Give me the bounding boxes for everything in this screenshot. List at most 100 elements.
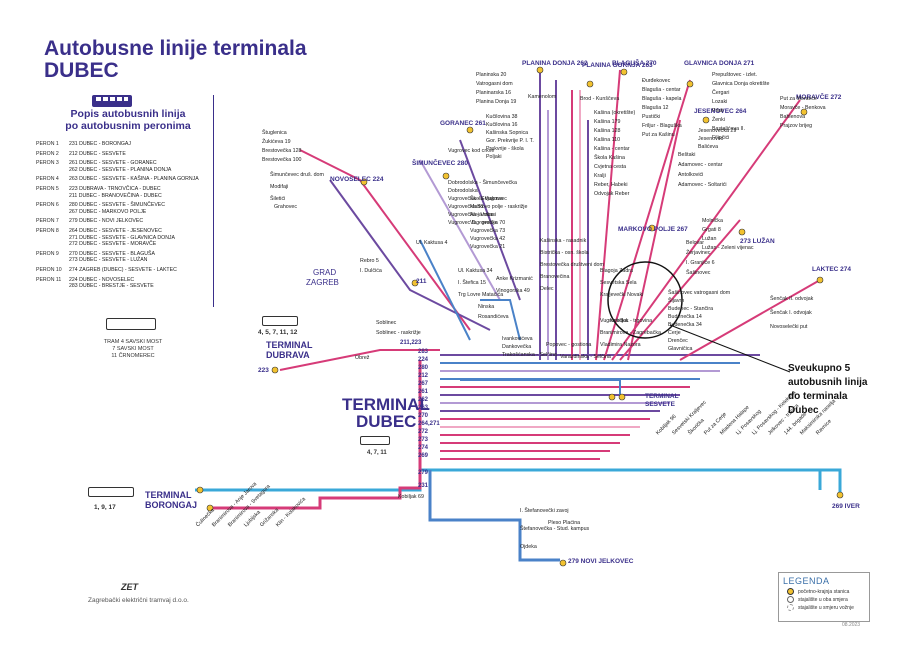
route-231 <box>210 360 422 510</box>
stop-label: Jesenovečka 29 <box>698 128 737 134</box>
peron-lines: 231 DUBEC - BORONGAJ <box>69 141 220 148</box>
endpoint-label: 279 NOVI JELKOVEC <box>568 558 634 565</box>
terminal-dubec-label: TERMINAL <box>342 396 430 413</box>
endpoint-label: PLANINA DONJA 262 <box>522 60 588 67</box>
stop-label: Brod - Kunščeva <box>580 96 620 102</box>
tram-icon <box>106 318 156 330</box>
legend-item: početno-krajnja stanica <box>779 588 869 596</box>
stop-label: Glavničica <box>668 346 693 352</box>
stop-label: Odvojak Reber <box>594 191 630 197</box>
endpoint-label: 269 IVER <box>832 503 860 510</box>
peron-line: 263 DUBEC - SESVETE - KAŠINA - PLANINA G… <box>69 176 199 183</box>
stop-label: Friljur - Blaguška <box>642 123 682 129</box>
stop-label: Grgati 8 <box>702 227 721 233</box>
stop-label: Lozaki <box>712 99 728 105</box>
stop-label: Pilati <box>712 108 724 114</box>
stop-label: Kašina - centar <box>594 146 630 152</box>
stop-label: Budenečka 14 <box>668 314 702 320</box>
legend-item-label: početno-krajnja stanica <box>798 588 850 595</box>
stop-label: Šašinovec <box>686 270 711 276</box>
stop-label: Belovar <box>686 240 704 246</box>
stop-label: Ul. Kaktusa 34 <box>458 268 493 274</box>
stop-label: Bistrička - osn. škola <box>540 250 589 256</box>
stop-label: Obrež <box>355 355 370 361</box>
stop-label: Vugrovečka 58 <box>448 204 484 210</box>
stop-label: Kamenolom <box>528 94 557 100</box>
divider <box>213 95 214 307</box>
stop-label: Vinogorska 49 <box>496 288 530 294</box>
stop-label: Pustički <box>642 114 661 120</box>
legend-item-label: stajalište u oba smjera <box>798 596 848 603</box>
stop-label: Đurđekovec <box>642 78 671 84</box>
stop-label: Vugrovečka - Grijakova <box>448 196 503 202</box>
stop-label: Poljaki <box>486 154 502 160</box>
stop-label: Jesenovec <box>698 136 724 142</box>
terminal-dubec-name2: DUBEC <box>356 412 417 431</box>
stop-label: Štefanovečka - Stud. kampus <box>520 526 590 532</box>
legend-title: LEGENDA <box>783 576 830 586</box>
stop-label: Aleja mira <box>470 212 494 218</box>
peron-line: 279 DUBEC - NOVI JELKOVEC <box>69 218 144 225</box>
west-lines <box>279 139 521 371</box>
route-number-label: 262 <box>418 397 429 403</box>
tram-icon-dubrava <box>262 316 298 326</box>
stop-label: I. Štefica 15 <box>458 280 486 286</box>
stop-label: Blaguša - centar <box>642 87 681 93</box>
map-legend: LEGENDA početno-krajnja stanica stajališ… <box>778 572 870 622</box>
stop-label: Filipčići <box>712 135 730 141</box>
map-title-line2: DUBEC <box>44 59 119 82</box>
route-number-label: 280 <box>418 365 429 371</box>
stop-label: Prekvrije - škola <box>486 146 524 152</box>
stop-label: I. Granjiće 6 <box>686 260 715 266</box>
route-number-label: 212 <box>418 373 429 379</box>
stop-label: I. Štefanovečki zavoj <box>520 508 569 514</box>
stop-label: Vugrovečka 21 <box>470 244 506 250</box>
stop-label: Put za Kašinu <box>642 132 675 138</box>
stop-label: Brestovečka društveni dom <box>540 262 604 268</box>
endpoint-label: BLAGUŠA 270 <box>612 60 657 67</box>
peron-lines: 212 DUBEC - SESVETE <box>69 151 220 158</box>
stop-label: Prepuštovec - izlet. <box>712 72 758 78</box>
stop-label: Soblinec <box>376 320 397 326</box>
stop-label: Vatrogasni dom <box>476 81 513 87</box>
route-number-label: 231 <box>418 483 429 489</box>
peron-label: PERON 2 <box>36 150 59 157</box>
stop-label: Dankovečka <box>502 344 532 350</box>
route-number-label: 274 <box>418 445 429 451</box>
peron-label: PERON 7 <box>36 218 59 225</box>
stop-label: Planinska 20 <box>476 72 507 78</box>
stop-label: Balićeva <box>698 144 719 150</box>
tram-line: 7 SAVSKI MOST <box>112 346 154 352</box>
stop-label: Štuglenica <box>262 130 287 136</box>
total-lines-note: Sveukupno 5 autobusnih linija do termina… <box>788 362 867 418</box>
route-number-label: 224 <box>418 357 429 363</box>
stop-label: Molnička <box>702 218 723 224</box>
stop-label: Rosandićeva <box>478 314 509 320</box>
stop-label: Prajzov brijeg <box>780 123 813 129</box>
endpoint-label: PLANINA GORNJA 263 <box>582 62 653 69</box>
peron-label: PERON 1 <box>36 141 59 147</box>
endpoint-label: LAKTEC 274 <box>812 266 852 273</box>
stop-label: Lužan <box>702 236 717 242</box>
stop-label: Markovo polje - raskrižje <box>470 204 528 210</box>
city-label-2: ZAGREB <box>306 278 339 287</box>
stop-label: Vladimira Nazora <box>600 342 641 348</box>
peron-heading-line1: Popis autobusnih linija <box>70 108 186 120</box>
stop-label: Grahovec <box>274 204 297 210</box>
stop-label: Kašinska Sopnica <box>486 130 529 136</box>
stop-label: Kašina 128 <box>594 128 621 134</box>
note-line: Dubec <box>788 405 819 416</box>
map-title: Autobusne linije terminala DUBEC <box>44 38 307 82</box>
peron-line: 211 DUBEC - BRANOVEČINA - DUBEC <box>69 192 162 199</box>
stop-label: Branimirova - Zagrebačka <box>600 330 661 336</box>
stop-label: Planina Donja 19 <box>476 99 517 105</box>
peron-label: PERON 3 <box>36 160 59 167</box>
stop-label: Rebro 5 <box>360 258 379 264</box>
